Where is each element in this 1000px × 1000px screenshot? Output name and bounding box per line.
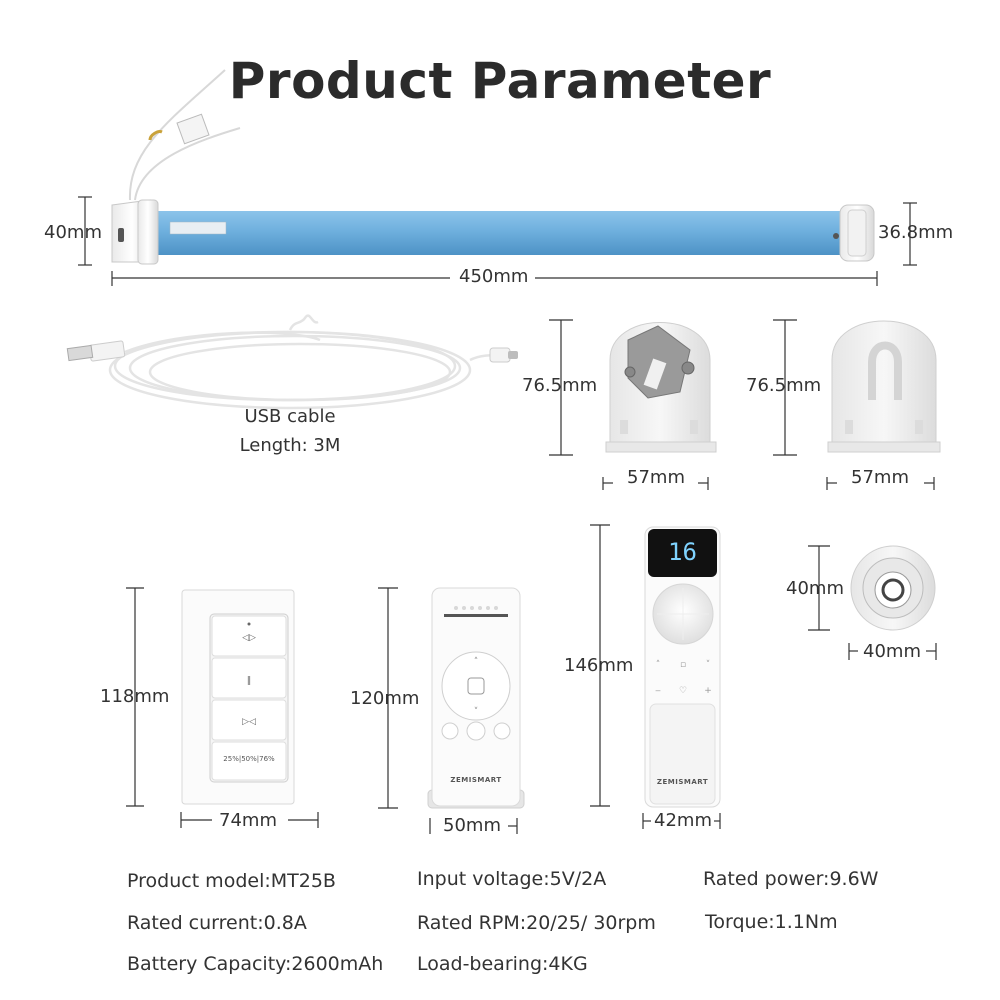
spec-torque: Torque:1.1Nm (705, 911, 838, 933)
remote-display (648, 529, 717, 577)
wall-switch: ◁▷ ‖ ▷◁ (126, 587, 319, 828)
usb-plug-a (66, 340, 126, 362)
remote2-width-label: 42mm (654, 810, 712, 831)
bracket1-width-label: 57mm (627, 467, 685, 488)
svg-text:‖: ‖ (247, 676, 252, 686)
bracket2-width-label: 57mm (851, 467, 909, 488)
adapter-width-label: 40mm (863, 641, 921, 662)
spec-voltage: Input voltage:5V/2A (417, 868, 607, 890)
motor-end-diameter-label: 36.8mm (878, 222, 954, 243)
motor-diameter-label: 40mm (44, 222, 102, 243)
remote1-height-label: 120mm (350, 688, 420, 709)
motor-length-dimension (111, 271, 878, 286)
remote2-brand: ZEMISMART (656, 778, 709, 786)
svg-text:˅: ˅ (474, 707, 479, 717)
usb-cable-caption: USB cable Length: 3M (200, 402, 380, 460)
page-title: Product Parameter (228, 52, 772, 110)
spec-load: Load-bearing:4KG (417, 953, 588, 975)
remote-control-1: ˄ ˅ (378, 587, 525, 834)
remote2-display-value: 16 (668, 538, 697, 566)
spec-power: Rated power:9.6W (703, 868, 879, 890)
bracket2-height-label: 76.5mm (746, 375, 822, 396)
spec-current: Rated current:0.8A (127, 912, 307, 934)
mounting-bracket-2 (773, 319, 941, 490)
tubular-motor (78, 69, 917, 286)
bracket1-height-label: 76.5mm (522, 375, 598, 396)
mounting-bracket-1 (549, 319, 717, 490)
usb-cable-length: Length: 3M (239, 435, 341, 456)
svg-text:‒: ‒ (655, 686, 661, 696)
svg-text:+: + (704, 686, 712, 696)
motor-length-label: 450mm (459, 266, 529, 287)
motor-tube (150, 211, 845, 255)
remote1-width-label: 50mm (443, 815, 501, 836)
spec-model: Product model:MT25B (127, 870, 336, 892)
usb-plug-c (489, 347, 518, 363)
spec-rpm: Rated RPM:20/25/ 30rpm (417, 912, 656, 934)
svg-text:˄: ˄ (474, 657, 479, 667)
svg-text:◁▷: ◁▷ (242, 633, 256, 643)
adapter-crown (808, 545, 937, 660)
wall-switch-level-labels: 25%|50%|76% (223, 755, 275, 763)
svg-text:˄: ˄ (656, 660, 661, 670)
usb-cable-title: USB cable (244, 406, 336, 427)
svg-text:♡: ♡ (679, 686, 687, 696)
svg-text:˅: ˅ (706, 660, 711, 670)
remote-control-2: ˄ ▫ ˅ ‒ ♡ + (590, 524, 721, 829)
remote1-brand: ZEMISMART (450, 776, 502, 784)
motor-wires (128, 69, 226, 201)
remote2-height-label: 146mm (564, 655, 634, 676)
usb-cable (108, 314, 506, 410)
adapter-height-label: 40mm (786, 578, 844, 599)
spec-battery: Battery Capacity:2600mAh (127, 953, 384, 975)
wall-switch-height-label: 118mm (100, 686, 170, 707)
motor-height-dimension (78, 196, 917, 266)
svg-text:▷◁: ▷◁ (242, 717, 256, 727)
wall-switch-width-label: 74mm (219, 810, 277, 831)
svg-text:▫: ▫ (680, 660, 686, 670)
motor-label-tag (176, 113, 210, 145)
